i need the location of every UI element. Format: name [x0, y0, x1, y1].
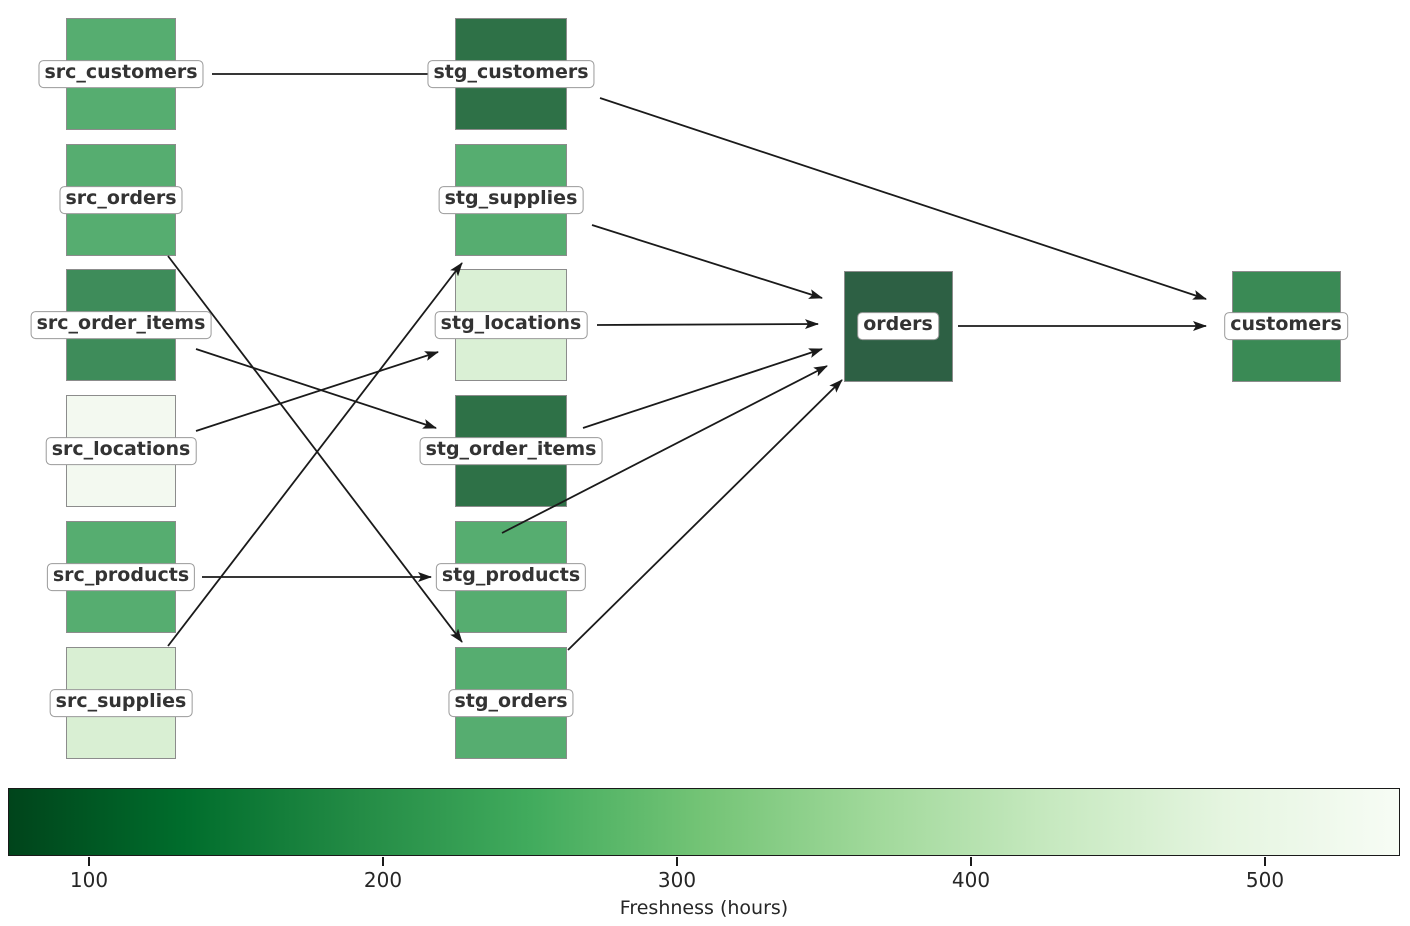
edge-src_orders-to-stg_orders [167, 255, 463, 643]
edge-stg_supplies-to-orders [591, 224, 823, 299]
node-label-src_customers: src_customers [38, 60, 204, 88]
node-label-src_orders: src_orders [59, 186, 183, 214]
edge-stg_customers-to-customers [599, 97, 1207, 300]
colorbar-ticklabel-300: 300 [657, 868, 697, 892]
node-label-stg_products: stg_products [435, 563, 587, 591]
edge-src_locations-to-stg_locations [195, 351, 439, 432]
colorbar-tickmark-200 [382, 857, 384, 866]
node-label-stg_customers: stg_customers [427, 60, 595, 88]
colorbar-tickmark-500 [1264, 857, 1266, 866]
colorbar-ticklabel-200: 200 [363, 868, 403, 892]
node-label-src_supplies: src_supplies [49, 689, 193, 717]
node-label-stg_supplies: stg_supplies [438, 186, 584, 214]
edge-stg_order_items-to-orders [582, 348, 823, 429]
edge-src_supplies-to-stg_supplies [167, 262, 463, 647]
edge-group [167, 69, 1207, 651]
node-label-stg_order_items: stg_order_items [419, 437, 603, 465]
node-label-customers: customers [1224, 312, 1348, 340]
colorbar-ticklabel-500: 500 [1245, 868, 1285, 892]
node-label-stg_orders: stg_orders [448, 689, 574, 717]
colorbar-tickmark-100 [88, 857, 90, 866]
node-label-stg_locations: stg_locations [434, 311, 588, 339]
colorbar-tickmark-400 [970, 857, 972, 866]
edge-src_order_items-to-stg_order_items [195, 348, 437, 429]
node-label-src_order_items: src_order_items [30, 311, 212, 339]
node-label-src_products: src_products [46, 563, 196, 591]
node-label-src_locations: src_locations [45, 437, 197, 465]
colorbar-tickmark-300 [676, 857, 678, 866]
edge-stg_products-to-orders [501, 365, 828, 534]
colorbar-ticklabel-400: 400 [951, 868, 991, 892]
colorbar-axis-label: Freshness (hours) [619, 897, 789, 919]
colorbar [8, 788, 1400, 856]
node-label-orders: orders [857, 312, 939, 340]
edge-stg_orders-to-orders [567, 379, 843, 651]
colorbar-ticklabel-100: 100 [69, 868, 109, 892]
edge-stg_locations-to-orders [596, 319, 819, 330]
